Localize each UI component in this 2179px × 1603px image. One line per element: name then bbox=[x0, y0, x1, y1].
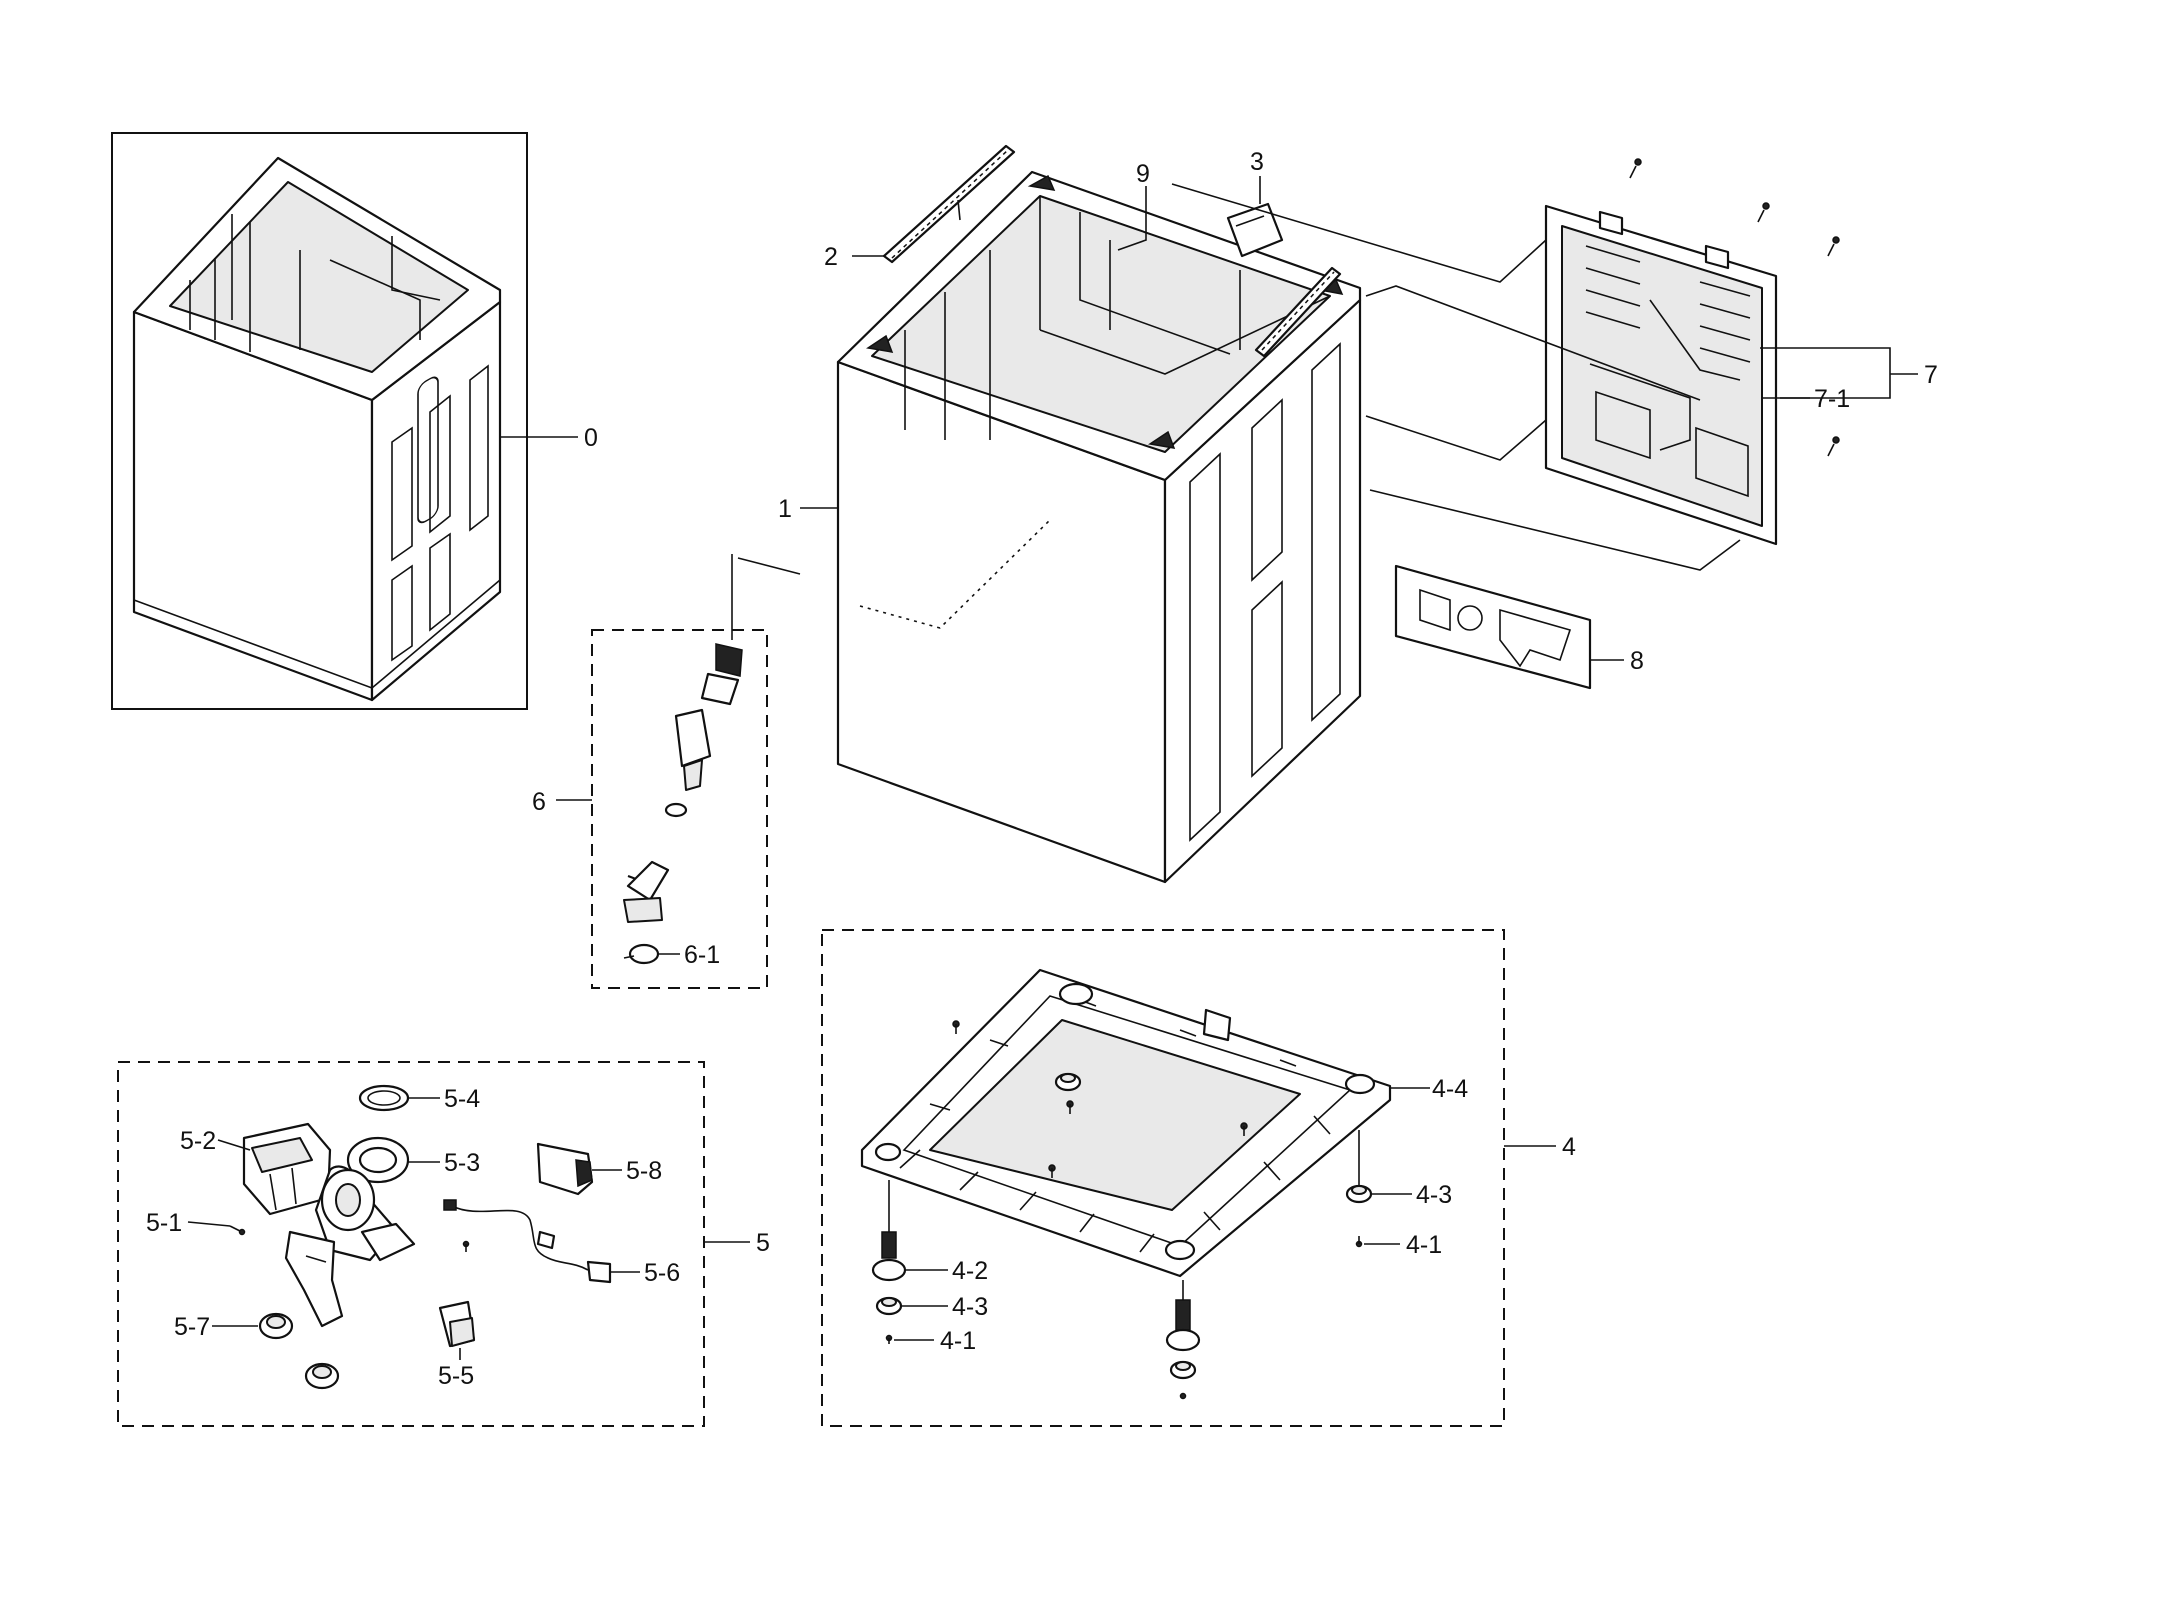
leader-6-to-cabinet-b bbox=[737, 557, 801, 575]
callout-4-3-right: 4-3 bbox=[1372, 1181, 1452, 1209]
callout-4-1-left: 4-1 bbox=[894, 1327, 976, 1355]
callout-3: 3 bbox=[1250, 148, 1264, 204]
callout-label-2: 2 bbox=[824, 243, 838, 271]
assembly-4-dashed-box bbox=[821, 929, 1505, 1427]
callout-9: 9 bbox=[1117, 160, 1150, 251]
callout-5-4: 5-4 bbox=[408, 1085, 480, 1113]
callout-label-4: 4 bbox=[1562, 1133, 1576, 1161]
pump-housing-5-3[interactable] bbox=[314, 1136, 416, 1262]
grommet-5-7-b[interactable] bbox=[304, 1362, 340, 1390]
callout-5-8: 5-8 bbox=[592, 1157, 662, 1185]
main-cabinet-1[interactable] bbox=[836, 170, 1362, 884]
rear-strip-9[interactable] bbox=[1254, 266, 1342, 358]
leader-2-to-cabinet bbox=[957, 199, 961, 221]
screw-7-c[interactable] bbox=[1827, 236, 1840, 257]
callout-label-6-1: 6-1 bbox=[684, 941, 720, 969]
assembly-0-frame bbox=[111, 132, 528, 710]
callout-0: 0 bbox=[500, 424, 598, 452]
callout-label-8: 8 bbox=[1630, 647, 1644, 675]
drain-pump-motor-5-2[interactable] bbox=[242, 1122, 332, 1216]
screw-7-b[interactable] bbox=[1757, 202, 1770, 223]
callout-label-4-1-right: 4-1 bbox=[1406, 1231, 1442, 1259]
callout-label-7-1: 7-1 bbox=[1814, 385, 1850, 413]
callout-5-6: 5-6 bbox=[610, 1259, 680, 1287]
pump-bracket[interactable] bbox=[284, 1230, 344, 1328]
callout-4-2: 4-2 bbox=[906, 1257, 988, 1285]
callout-label-3: 3 bbox=[1250, 148, 1264, 176]
callout-5-3: 5-3 bbox=[408, 1149, 480, 1177]
callout-label-4-1-left: 4-1 bbox=[940, 1327, 976, 1355]
callout-1: 1 bbox=[778, 495, 838, 523]
callout-4-3-left: 4-3 bbox=[902, 1293, 988, 1321]
screw-7-a[interactable] bbox=[1629, 158, 1642, 179]
callout-label-5: 5 bbox=[756, 1229, 770, 1257]
leveling-leg-center[interactable] bbox=[1165, 1280, 1201, 1400]
top-strip-2[interactable] bbox=[882, 144, 1016, 264]
callout-label-5-1: 5-1 bbox=[146, 1209, 182, 1237]
callout-label-4-4: 4-4 bbox=[1432, 1075, 1468, 1103]
wire-harness-5-6[interactable] bbox=[443, 1199, 612, 1284]
callout-label-4-3-right: 4-3 bbox=[1416, 1181, 1452, 1209]
screw-4-1-right[interactable] bbox=[1355, 1236, 1363, 1248]
callout-5: 5 bbox=[704, 1229, 770, 1257]
leader-panel-low bbox=[1369, 489, 1741, 571]
leader-panel-top bbox=[1171, 183, 1547, 283]
callout-label-5-7: 5-7 bbox=[174, 1313, 210, 1341]
callout-label-0: 0 bbox=[584, 424, 598, 452]
leveling-leg-4-2[interactable] bbox=[871, 1180, 907, 1282]
hose-clamp-6-1[interactable] bbox=[623, 943, 660, 965]
callout-2: 2 bbox=[824, 243, 884, 271]
leveling-nut-4-3-left[interactable] bbox=[875, 1296, 903, 1316]
base-frame-4-4[interactable] bbox=[860, 968, 1392, 1278]
callout-label-1: 1 bbox=[778, 495, 792, 523]
callout-label-5-3: 5-3 bbox=[444, 1149, 480, 1177]
callout-5-5: 5-5 bbox=[438, 1348, 474, 1390]
callout-label-5-5: 5-5 bbox=[438, 1362, 474, 1390]
callout-7-1: 7-1 bbox=[1762, 385, 1850, 413]
callout-label-5-8: 5-8 bbox=[626, 1157, 662, 1185]
grommet-5-7-a[interactable] bbox=[258, 1312, 294, 1340]
callout-7: 7 bbox=[1760, 347, 1938, 399]
frame-screw-d[interactable] bbox=[1066, 1100, 1074, 1114]
screw-7-d[interactable] bbox=[1827, 436, 1840, 457]
pump-seal-5-4[interactable] bbox=[358, 1084, 410, 1112]
pressure-sensor-5-8[interactable] bbox=[536, 1142, 594, 1196]
assembly-6-dashed-box bbox=[591, 629, 768, 989]
callout-5-7: 5-7 bbox=[174, 1313, 258, 1341]
callout-5-2: 5-2 bbox=[180, 1127, 251, 1155]
callout-label-4-2: 4-2 bbox=[952, 1257, 988, 1285]
callout-label-6: 6 bbox=[532, 788, 546, 816]
leader-panel-mid bbox=[1365, 285, 1701, 401]
callout-4: 4 bbox=[1504, 1133, 1576, 1161]
rear-panel-7[interactable] bbox=[1544, 204, 1778, 546]
callout-4-4: 4-4 bbox=[1390, 1075, 1468, 1103]
leader-panel-mid2 bbox=[1365, 415, 1547, 461]
assembly-5-dashed-box bbox=[117, 1061, 705, 1427]
callout-8: 8 bbox=[1590, 647, 1644, 675]
callout-label-5-4: 5-4 bbox=[444, 1085, 480, 1113]
cover-plate-8[interactable] bbox=[1394, 564, 1592, 690]
callout-5-1: 5-1 bbox=[146, 1209, 231, 1237]
leveling-nut-4-3-right[interactable] bbox=[1345, 1130, 1373, 1204]
cabinet-assembly-0[interactable] bbox=[132, 156, 502, 702]
frame-screw-c[interactable] bbox=[1048, 1164, 1056, 1178]
callout-label-5-2: 5-2 bbox=[180, 1127, 216, 1155]
leveling-nut-inner[interactable] bbox=[1054, 1072, 1082, 1092]
callout-label-7: 7 bbox=[1924, 361, 1938, 389]
clip-5-5[interactable] bbox=[438, 1240, 476, 1348]
callout-6-1: 6-1 bbox=[658, 941, 720, 969]
callout-4-1-right: 4-1 bbox=[1364, 1231, 1442, 1259]
frame-screw-a[interactable] bbox=[952, 1020, 960, 1034]
hose-connector-6[interactable] bbox=[623, 643, 743, 923]
frame-screw-b[interactable] bbox=[1240, 1122, 1248, 1136]
callout-label-5-6: 5-6 bbox=[644, 1259, 680, 1287]
screw-5-1[interactable] bbox=[229, 1225, 246, 1236]
callout-label-9: 9 bbox=[1136, 160, 1150, 188]
callout-6: 6 bbox=[532, 788, 592, 816]
callout-label-4-3-left: 4-3 bbox=[952, 1293, 988, 1321]
screw-4-1-left[interactable] bbox=[885, 1334, 893, 1345]
